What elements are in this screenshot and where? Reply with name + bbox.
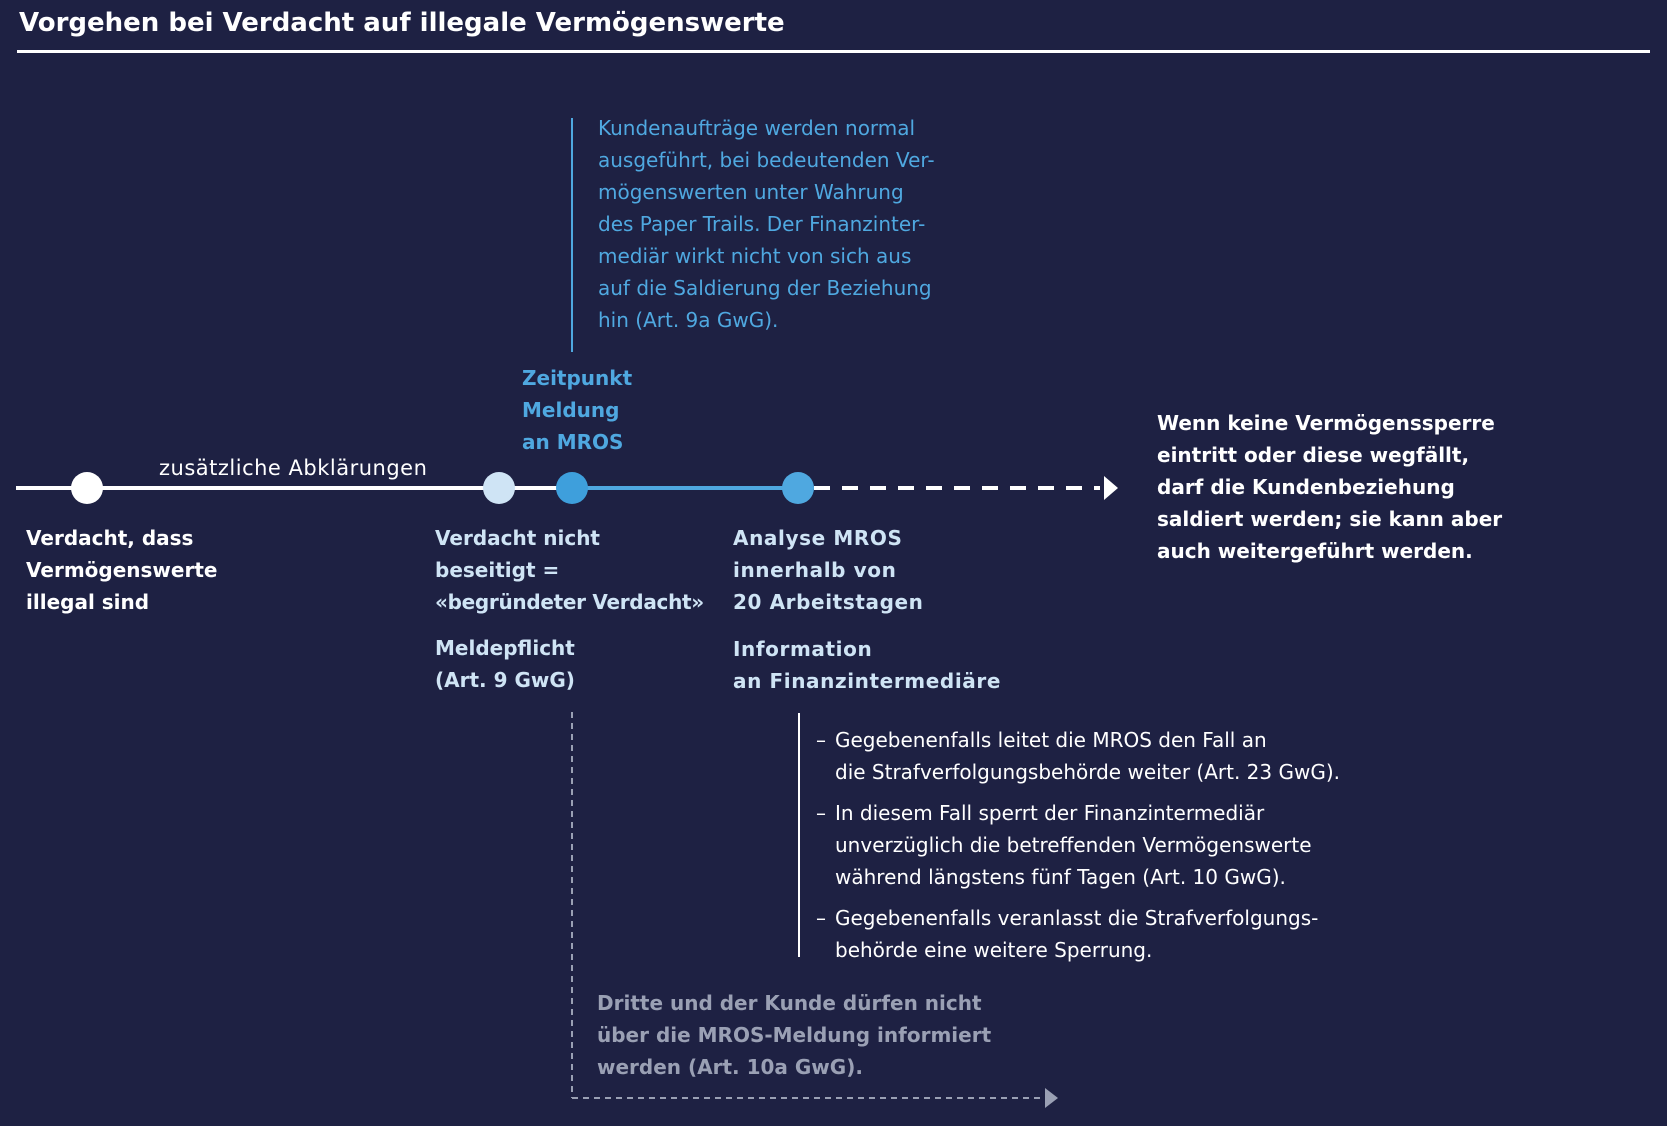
upper-note-line: mögenswerten unter Wahrung	[598, 180, 904, 204]
prohibition-arrow-head	[1045, 1088, 1058, 1108]
upper-note: Kundenaufträge werden normal ausgeführt,…	[598, 112, 935, 336]
bullet-dash: –	[816, 906, 826, 930]
prohibition-note: Dritte und der Kunde dürfen nicht über d…	[597, 991, 992, 1079]
bullet-dash: –	[816, 728, 826, 752]
title-rule	[17, 50, 1650, 53]
node-suspicion-label: Verdacht, dass Vermögenswerte illegal si…	[26, 526, 218, 614]
bullet-dash: –	[816, 801, 826, 825]
node-analysis-dot	[782, 472, 814, 504]
node-justified-label: Verdacht nicht beseitigt = «begründeter …	[435, 526, 704, 614]
milestone-report-label: Zeitpunkt Meldung an MROS	[522, 366, 633, 454]
segment-label-additional-clarifications: zusätzliche Abklärungen	[159, 456, 428, 480]
page-title: Vorgehen bei Verdacht auf illegale Vermö…	[19, 8, 785, 38]
upper-note-line: ausgeführt, bei bedeutenden Ver-	[598, 148, 935, 172]
duty-to-report-label: Meldepflicht (Art. 9 GwG)	[435, 636, 575, 692]
node-report-dot	[556, 472, 588, 504]
information-label: Information an Finanzintermediäre	[733, 637, 1002, 693]
end-note: Wenn keine Vermögenssperre eintritt oder…	[1157, 411, 1503, 563]
upper-note-line: mediär wirkt nicht von sich aus	[598, 244, 912, 268]
node-justified-dot	[483, 472, 515, 504]
upper-note-line: des Paper Trails. Der Finanzinter-	[598, 212, 926, 236]
node-suspicion-dot	[71, 472, 103, 504]
upper-note-line: auf die Saldierung der Beziehung	[598, 276, 932, 300]
upper-note-line: Kundenaufträge werden normal	[598, 116, 916, 140]
node-analysis-label: Analyse MROS innerhalb von 20 Arbeitstag…	[733, 526, 924, 614]
timeline-arrow-head	[1104, 476, 1118, 500]
upper-note-line: hin (Art. 9a GwG).	[598, 308, 779, 332]
